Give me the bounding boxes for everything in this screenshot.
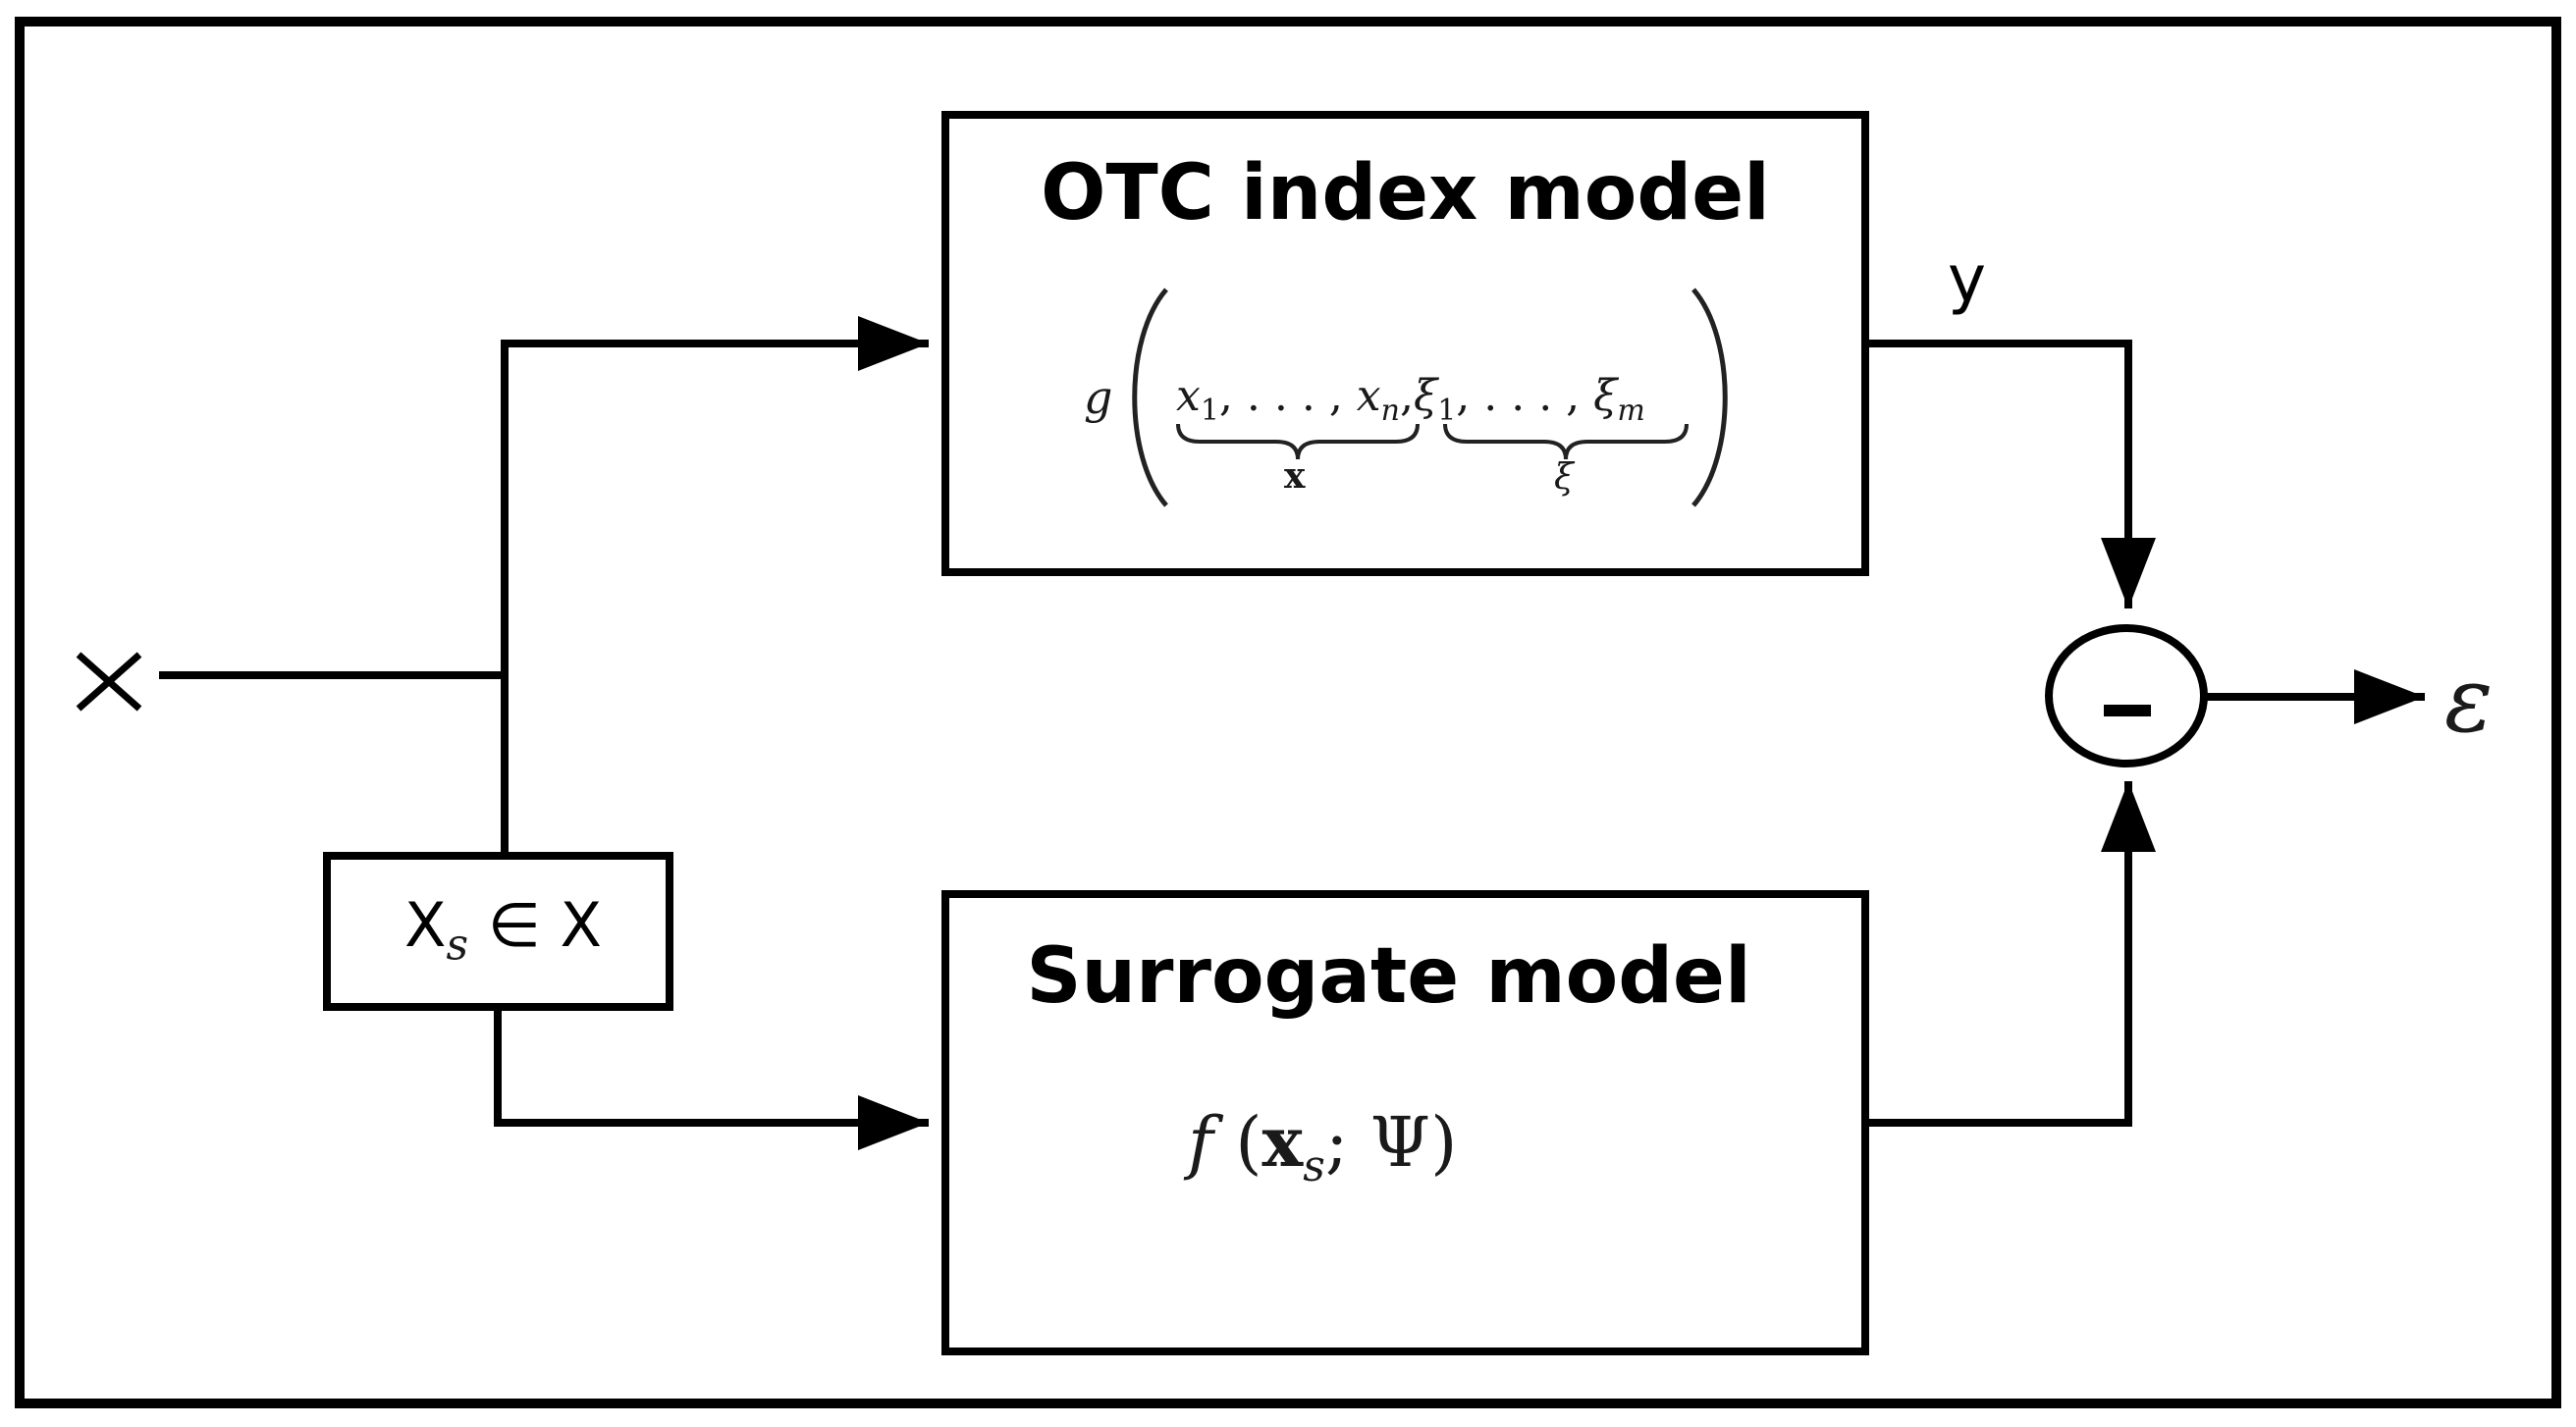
otc-model-title: OTC index model: [1041, 149, 1770, 238]
comparator-circle: [2045, 624, 2208, 767]
selector-main: X: [404, 889, 447, 961]
xi-brace-label: ξ: [1554, 457, 1574, 498]
minus-icon: [2104, 705, 2151, 716]
arrow-y-to-comparator: [1865, 340, 2156, 608]
x-underbrace: [1176, 423, 1420, 460]
g-function-symbol: g: [1084, 371, 1113, 424]
arrow-to-surrogate-model: [494, 1007, 929, 1150]
outer-frame: [15, 17, 2561, 1408]
formula-open-paren: (: [1235, 1102, 1262, 1183]
input-x-symbol: [76, 652, 142, 712]
xi-dots: , . . . ,: [1456, 371, 1594, 421]
surrogate-formula: f (xs; Ψ): [1188, 1101, 1457, 1191]
f-function-symbol: f: [1188, 1102, 1213, 1183]
formula-close-paren: ): [1430, 1102, 1458, 1183]
xi-underbrace: [1443, 423, 1689, 460]
output-epsilon-label: ε: [2444, 648, 2494, 753]
selector-rest: ∈ X: [487, 889, 602, 961]
xn-sub: n: [1380, 393, 1400, 428]
y-label: y: [1948, 241, 1987, 317]
surrogate-model-title: Surrogate model: [1026, 932, 1751, 1021]
selector-sub: s: [446, 920, 469, 971]
arrow-surrogate-to-comparator: [1865, 781, 2156, 1127]
x-brace-label: x: [1284, 455, 1306, 497]
x-terms: x1, . . . , xn,ξ1, . . . , ξm: [1176, 371, 1645, 428]
formula-x-sub: s: [1303, 1141, 1325, 1191]
xi1-symbol: ξ: [1413, 371, 1438, 421]
separator-comma: ,: [1399, 371, 1414, 421]
x-dots: , . . . ,: [1218, 371, 1357, 421]
x1-symbol: x: [1176, 371, 1201, 421]
xim-symbol: ξ: [1593, 371, 1618, 421]
left-paren-large: [1132, 288, 1168, 507]
selector-label: Xs ∈ X: [404, 889, 602, 970]
xn-symbol: x: [1356, 371, 1381, 421]
formula-params: ; Ψ: [1324, 1102, 1431, 1183]
x1-sub: 1: [1200, 393, 1219, 428]
xi1-sub: 1: [1437, 393, 1457, 428]
xim-sub: m: [1617, 393, 1645, 428]
right-paren-large: [1691, 288, 1728, 507]
formula-x-symbol: x: [1261, 1101, 1304, 1183]
